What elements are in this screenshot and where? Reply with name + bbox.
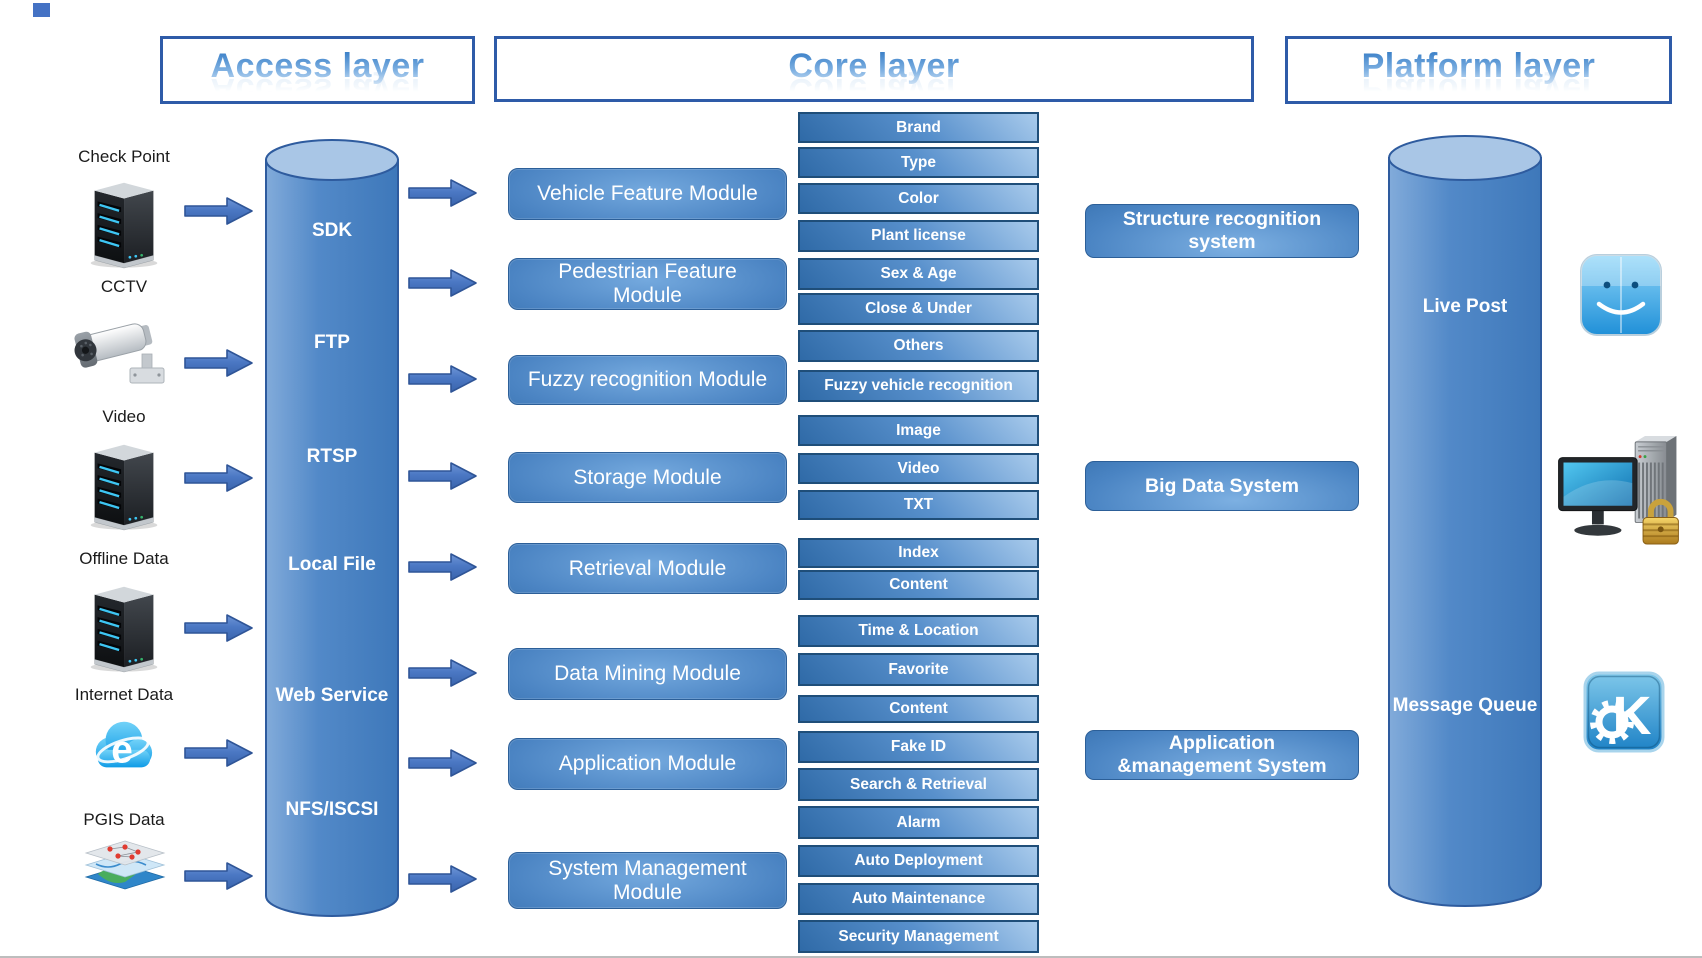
internet-explorer-icon: e: [90, 712, 156, 778]
flow-arrow-icon: [184, 463, 254, 493]
server-icon: [84, 577, 166, 673]
platform-layer-header: Platform layer: [1285, 36, 1672, 104]
flow-arrow-icon: [408, 268, 478, 298]
system-box: Big Data System: [1085, 461, 1359, 511]
protocol-label: Local File: [288, 554, 376, 575]
source-label: Video: [102, 407, 146, 426]
access-layer-title: Access layer: [210, 47, 425, 85]
protocol-label: RTSP: [306, 446, 358, 467]
feature-box: Content: [798, 695, 1039, 723]
source-label: Offline Data: [79, 549, 169, 568]
module-box: Pedestrian Feature Module: [508, 258, 787, 310]
slide-corner-marker: [33, 3, 50, 17]
protocol-label: NFS/ISCSI: [285, 799, 379, 820]
system-box: Structure recognition system: [1085, 204, 1359, 258]
feature-box: Sex & Age: [798, 258, 1039, 290]
feature-box: Search & Retrieval: [798, 768, 1039, 801]
svg-text:e: e: [111, 728, 133, 771]
flow-arrow-icon: [408, 864, 478, 894]
module-box: Vehicle Feature Module: [508, 168, 787, 220]
protocol-label: SDK: [311, 220, 353, 241]
access-layer-header: Access layer: [160, 36, 475, 104]
flow-arrow-icon: [408, 461, 478, 491]
feature-box: Fuzzy vehicle recognition: [798, 370, 1039, 402]
map-layers-icon: [80, 839, 170, 903]
source-label: CCTV: [100, 277, 148, 296]
flow-arrow-icon: [184, 196, 254, 226]
module-box: Storage Module: [508, 452, 787, 503]
feature-box: Plant license: [798, 220, 1039, 252]
flow-arrow-icon: [184, 861, 254, 891]
platform-queue-label: Message Queue: [1392, 695, 1538, 716]
feature-box: Others: [798, 330, 1039, 362]
feature-box: Fake ID: [798, 731, 1039, 763]
core-layer-title: Core layer: [788, 47, 960, 85]
feature-box: Auto Maintenance: [798, 883, 1039, 915]
platform-layer-title: Platform layer: [1361, 47, 1596, 85]
feature-box: Index: [798, 538, 1039, 568]
server-icon: [84, 173, 166, 269]
module-box: System Management Module: [508, 852, 787, 909]
core-layer-header: Core layer: [494, 36, 1254, 102]
module-box: Retrieval Module: [508, 543, 787, 594]
protocol-label: FTP: [314, 332, 350, 353]
cctv-camera-icon: [74, 304, 169, 390]
feature-box: TXT: [798, 490, 1039, 520]
flow-arrow-icon: [408, 748, 478, 778]
platform-cylinder: [1388, 135, 1542, 907]
access-cylinder: [265, 139, 399, 917]
protocol-label: Web Service: [275, 685, 389, 706]
system-box: Application &management System: [1085, 730, 1359, 780]
module-box: Data Mining Module: [508, 648, 787, 700]
feature-box: Favorite: [798, 653, 1039, 686]
secure-workstation-icon: [1556, 436, 1680, 546]
flow-arrow-icon: [408, 552, 478, 582]
feature-box: Type: [798, 147, 1039, 178]
module-box: Fuzzy recognition Module: [508, 355, 787, 405]
feature-box: Content: [798, 570, 1039, 600]
feature-box: Security Management: [798, 920, 1039, 953]
feature-box: Video: [798, 453, 1039, 484]
flow-arrow-icon: [408, 364, 478, 394]
module-box: Application Module: [508, 738, 787, 790]
feature-box: Brand: [798, 112, 1039, 143]
server-icon: [84, 435, 166, 531]
flow-arrow-icon: [408, 658, 478, 688]
feature-box: Time & Location: [798, 615, 1039, 647]
finder-icon: [1578, 252, 1664, 338]
platform-queue-label: Live Post: [1422, 296, 1508, 317]
feature-box: Auto Deployment: [798, 845, 1039, 877]
source-label: PGIS Data: [83, 810, 165, 829]
feature-box: Color: [798, 183, 1039, 214]
flow-arrow-icon: [184, 738, 254, 768]
flow-arrow-icon: [184, 348, 254, 378]
feature-box: Image: [798, 415, 1039, 446]
source-label: Internet Data: [74, 685, 174, 704]
kde-icon: K: [1582, 670, 1666, 754]
source-label: Check Point: [78, 147, 170, 166]
flow-arrow-icon: [408, 178, 478, 208]
flow-arrow-icon: [184, 613, 254, 643]
feature-box: Close & Under: [798, 293, 1039, 325]
feature-box: Alarm: [798, 806, 1039, 839]
